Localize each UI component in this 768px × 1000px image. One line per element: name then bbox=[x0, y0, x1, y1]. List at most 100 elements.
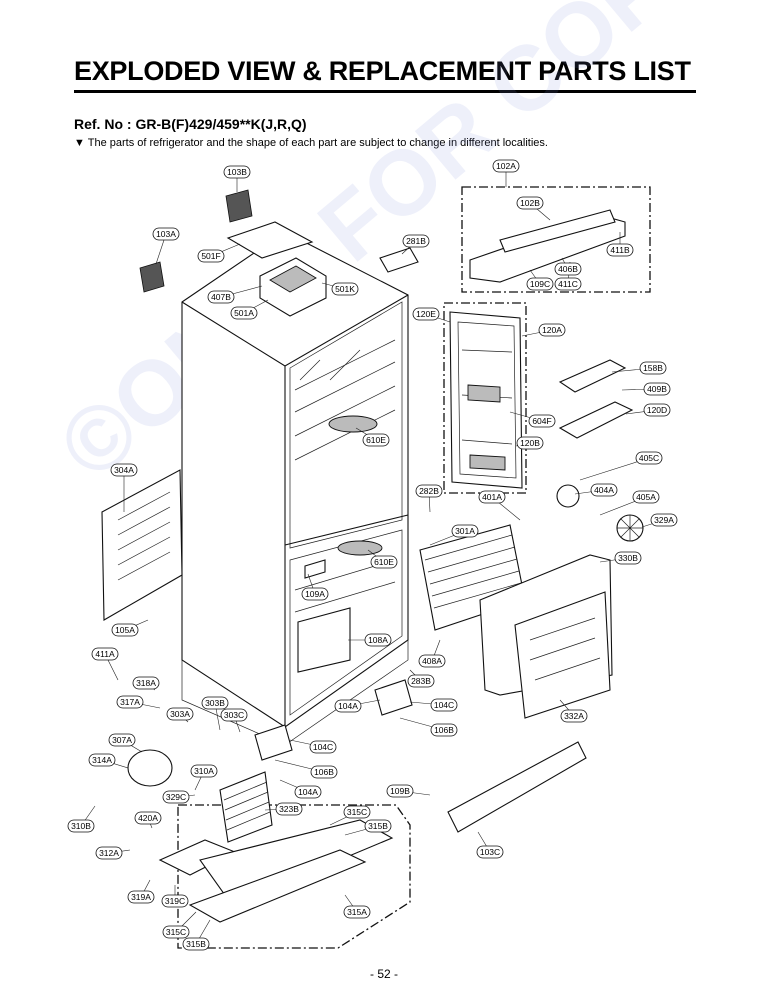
label-401A: 401A bbox=[478, 490, 506, 504]
hinge-group-box bbox=[461, 186, 651, 293]
svg-text:501F: 501F bbox=[201, 251, 220, 261]
svg-text:104C: 104C bbox=[313, 742, 333, 752]
svg-text:315C: 315C bbox=[347, 807, 367, 817]
label-319A: 319A bbox=[127, 890, 155, 904]
svg-text:283B: 283B bbox=[411, 676, 431, 686]
hinge-281B bbox=[379, 247, 419, 273]
label-103C: 103C bbox=[476, 845, 504, 859]
label-103A: 103A bbox=[152, 227, 180, 241]
label-404A: 404A bbox=[590, 483, 618, 497]
label-411C: 411C bbox=[554, 277, 582, 291]
label-315A: 315A bbox=[343, 905, 371, 919]
svg-text:108A: 108A bbox=[368, 635, 388, 645]
label-108A: 108A bbox=[364, 633, 392, 647]
svg-text:318A: 318A bbox=[136, 678, 156, 688]
svg-text:120E: 120E bbox=[416, 309, 436, 319]
label-303B: 303B bbox=[201, 696, 229, 710]
svg-text:310A: 310A bbox=[194, 766, 214, 776]
svg-text:304A: 304A bbox=[114, 465, 134, 475]
page-number: - 52 - bbox=[369, 967, 398, 981]
label-104A-right: 104A bbox=[334, 699, 362, 713]
label-303A: 303A bbox=[166, 707, 194, 721]
svg-text:407B: 407B bbox=[211, 292, 231, 302]
label-319C: 319C bbox=[161, 894, 189, 908]
svg-text:408A: 408A bbox=[422, 656, 442, 666]
door-group-box bbox=[443, 302, 527, 494]
svg-text:106B: 106B bbox=[314, 767, 334, 777]
svg-text:501A: 501A bbox=[234, 308, 254, 318]
svg-text:315C: 315C bbox=[166, 927, 186, 937]
svg-text:303A: 303A bbox=[170, 709, 190, 719]
label-330B: 330B bbox=[614, 551, 642, 565]
label-409B: 409B bbox=[643, 382, 671, 396]
svg-text:109C: 109C bbox=[530, 279, 550, 289]
evaporator-cover-330B bbox=[479, 554, 613, 719]
label-106B-left: 106B bbox=[310, 765, 338, 779]
svg-text:104A: 104A bbox=[298, 787, 318, 797]
label-109A: 109A bbox=[301, 587, 329, 601]
back-cover-304A bbox=[101, 469, 183, 621]
label-312A: 312A bbox=[95, 846, 123, 860]
label-106B-right: 106B bbox=[430, 723, 458, 737]
label-102B: 102B bbox=[516, 196, 544, 210]
svg-text:106B: 106B bbox=[434, 725, 454, 735]
shelf-120D bbox=[558, 401, 634, 439]
label-501K: 501K bbox=[331, 282, 359, 296]
top-vent-103B bbox=[225, 189, 253, 223]
label-282B: 282B bbox=[415, 484, 443, 498]
front-grille-103C bbox=[447, 741, 587, 833]
hinge-104-group bbox=[374, 679, 413, 716]
label-120D: 120D bbox=[643, 403, 671, 417]
svg-text:315B: 315B bbox=[368, 821, 388, 831]
label-315B-top: 315B bbox=[364, 819, 392, 833]
fan-motor bbox=[556, 484, 580, 508]
svg-text:405A: 405A bbox=[636, 492, 656, 502]
top-cover bbox=[226, 221, 314, 259]
svg-text:105A: 105A bbox=[115, 625, 135, 635]
label-104C-right: 104C bbox=[430, 698, 458, 712]
svg-text:307A: 307A bbox=[112, 735, 132, 745]
svg-text:109A: 109A bbox=[305, 589, 325, 599]
compressor bbox=[127, 749, 173, 787]
door-assembly bbox=[449, 311, 523, 489]
svg-text:420A: 420A bbox=[138, 813, 158, 823]
svg-text:610E: 610E bbox=[366, 435, 386, 445]
svg-text:501K: 501K bbox=[335, 284, 355, 294]
lamp-cover-158B bbox=[558, 359, 627, 393]
label-120B: 120B bbox=[516, 436, 544, 450]
label-317A: 317A bbox=[116, 695, 144, 709]
label-411A: 411A bbox=[91, 647, 119, 661]
label-315C-bottom: 315C bbox=[162, 925, 190, 939]
label-405C: 405C bbox=[635, 451, 663, 465]
label-406B: 406B bbox=[554, 262, 582, 276]
svg-text:409B: 409B bbox=[647, 384, 667, 394]
svg-text:158B: 158B bbox=[643, 363, 663, 373]
label-109B: 109B bbox=[386, 784, 414, 798]
label-281B: 281B bbox=[402, 234, 430, 248]
label-120E: 120E bbox=[412, 307, 440, 321]
svg-text:312A: 312A bbox=[99, 848, 119, 858]
svg-text:104A: 104A bbox=[338, 701, 358, 711]
label-315B-bottom: 315B bbox=[182, 937, 210, 951]
label-120A: 120A bbox=[538, 323, 566, 337]
svg-text:405C: 405C bbox=[639, 453, 659, 463]
label-314A: 314A bbox=[88, 753, 116, 767]
label-329A: 329A bbox=[650, 513, 678, 527]
svg-text:329A: 329A bbox=[654, 515, 674, 525]
svg-text:109B: 109B bbox=[390, 786, 410, 796]
svg-text:120A: 120A bbox=[542, 325, 562, 335]
label-329C: 329C bbox=[162, 790, 190, 804]
svg-text:102A: 102A bbox=[496, 161, 516, 171]
svg-text:411A: 411A bbox=[95, 649, 115, 659]
svg-text:406B: 406B bbox=[558, 264, 578, 274]
label-158B: 158B bbox=[639, 361, 667, 375]
label-105A: 105A bbox=[111, 623, 139, 637]
label-304A: 304A bbox=[110, 463, 138, 477]
svg-text:281B: 281B bbox=[406, 236, 426, 246]
label-301A: 301A bbox=[451, 524, 479, 538]
svg-text:604F: 604F bbox=[532, 416, 551, 426]
label-109C: 109C bbox=[526, 277, 554, 291]
svg-text:314A: 314A bbox=[92, 755, 112, 765]
label-103B: 103B bbox=[223, 165, 251, 179]
